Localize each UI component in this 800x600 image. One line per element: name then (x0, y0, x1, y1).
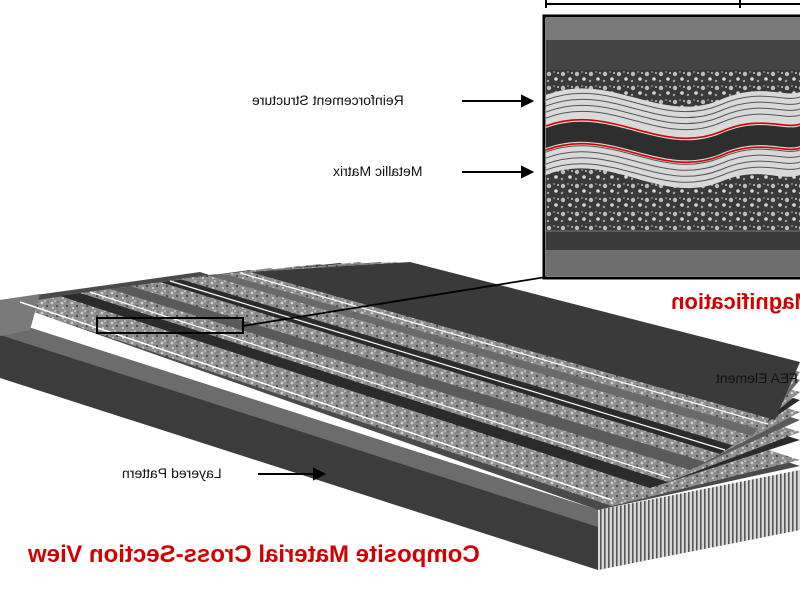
label-metallic-matrix: Metallic Matrix (333, 163, 423, 179)
slab-left-lip (0, 294, 40, 336)
slab-front-face-light (0, 318, 598, 527)
diagram-title: Composite Material Cross-Section View (28, 541, 480, 568)
arrows (258, 94, 535, 481)
label-reinforcement-structure: Reinforcement Structure (252, 92, 404, 108)
matrix-core (546, 121, 800, 161)
band-11 (250, 262, 800, 420)
inset-frame (542, 14, 800, 280)
slab-end-face (598, 470, 800, 570)
label-fea-element: FEA Element (716, 370, 798, 386)
magnified-inset (546, 18, 800, 276)
label-layered-pattern: Layered Pattern (122, 465, 222, 481)
label-magnification: Magnification (671, 289, 800, 314)
magnification-leader-line (242, 276, 547, 327)
